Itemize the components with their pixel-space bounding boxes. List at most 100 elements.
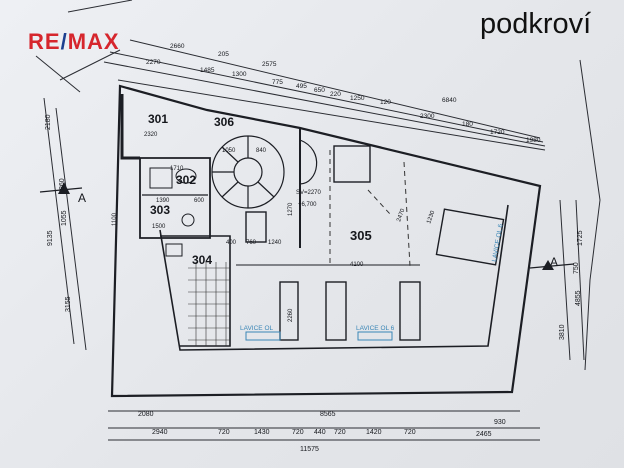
dim-bottom-2465: 2465: [476, 431, 492, 438]
spiral-staircase: [211, 135, 285, 209]
dim-sv: SV=2270: [296, 190, 322, 196]
dim-760: 760: [246, 240, 257, 246]
dim-600: 600: [194, 198, 205, 204]
dim-bottom-440: 440: [314, 429, 326, 436]
dim-top-1250: 1250: [350, 95, 365, 102]
dim-line-top-4: [117, 79, 546, 151]
section-mark-left: A: [78, 191, 86, 205]
site-line: [579, 59, 601, 371]
bath-fixtures: [149, 167, 197, 257]
dim-top-120: 120: [380, 99, 391, 106]
dim-top-2575: 2575: [262, 61, 277, 68]
dim-right-750: 750: [573, 262, 580, 274]
dim-1230: 1230: [426, 209, 436, 224]
dim-line-top-3: [103, 61, 546, 147]
room-304-outline: [160, 235, 231, 347]
room-305-label: 305: [350, 228, 372, 243]
level-mark: +6,700: [298, 202, 317, 208]
dim-right-3810: 3810: [559, 324, 566, 340]
room-303-label: 303: [150, 203, 170, 217]
dim-bottom-1430: 1430: [254, 429, 270, 436]
window-2: [325, 281, 347, 341]
dim-2470: 2470: [396, 207, 406, 222]
stair-entry: [299, 139, 318, 185]
dim-840: 840: [256, 148, 267, 154]
outer-wall: [110, 84, 542, 398]
dim-top-650: 650: [314, 87, 325, 94]
dim-bottom-2940: 2940: [152, 429, 168, 436]
dashed-3: [367, 189, 391, 215]
dim-left-1055: 1055: [61, 210, 68, 226]
dim-line-top-2: [109, 51, 544, 143]
dim-1710: 1710: [170, 166, 184, 172]
dim-bottom-1420: 1420: [366, 429, 382, 436]
lavice-box-2: [357, 331, 393, 341]
lavice-label-1: LAVICE OL: [240, 325, 274, 332]
dim-left-9135: 9135: [47, 230, 54, 246]
dim-1050: 1050: [222, 148, 236, 154]
lavice-label-2: LAVICE OL 6: [356, 325, 395, 332]
dim-2320: 2320: [144, 132, 158, 138]
dim-line-right-1: [559, 199, 571, 361]
remax-logo: RE/MAX: [28, 29, 120, 54]
section-line-right: [529, 263, 575, 269]
room-302-label: 302: [176, 173, 196, 187]
dim-top-2660: 2660: [170, 43, 185, 50]
room-304-label: 304: [192, 253, 212, 267]
dim-1270: 1270: [288, 202, 294, 216]
dim-bottom-2080: 2080: [138, 411, 154, 418]
dim-line-left-1: [43, 97, 75, 345]
dim-top-180: 180: [462, 121, 473, 128]
dim-bottom-930: 930: [494, 419, 506, 426]
room-306-label: 306: [214, 115, 234, 129]
floor-title: podkroví: [480, 8, 592, 40]
wall-301: [120, 94, 140, 160]
dim-line-top-1: [129, 39, 541, 139]
dim-top-775: 775: [272, 79, 283, 86]
dim-left-860: 860: [59, 178, 66, 190]
dim-bottom-total: 11575: [300, 446, 319, 453]
dim-top-1980: 1980: [526, 137, 541, 144]
dim-top-2300: 2300: [420, 113, 435, 120]
room-301-label: 301: [148, 112, 168, 126]
skylight-2: [435, 208, 505, 266]
chimney: [245, 211, 267, 243]
window-3: [399, 281, 421, 341]
dim-line-right-2: [575, 199, 585, 361]
dim-right-1725: 1725: [577, 230, 584, 246]
dim-top-2270: 2270: [146, 59, 161, 66]
lavice-box-1: [245, 331, 281, 341]
dim-left-3155: 3155: [65, 296, 72, 312]
site-line: [67, 0, 133, 13]
dim-top-220: 220: [330, 91, 341, 98]
dim-2260: 2260: [288, 308, 294, 322]
room-304-hatch: [188, 262, 230, 346]
dim-1100: 1100: [112, 212, 118, 226]
inner-wall: [159, 204, 509, 351]
site-line: [35, 55, 81, 93]
dim-bottom-8565: 8565: [320, 411, 336, 418]
dim-top-1720: 1720: [490, 129, 505, 136]
dim-1240: 1240: [268, 240, 282, 246]
dim-4100: 4100: [350, 262, 364, 268]
dim-bottom-720d: 720: [404, 429, 416, 436]
dim-top-1485: 1485: [200, 67, 215, 74]
dim-top-6840: 6840: [442, 97, 457, 104]
skylight-1: [333, 145, 371, 183]
section-arrow-right: [542, 260, 554, 270]
room-302-303: [139, 157, 211, 239]
dim-1500: 1500: [152, 224, 166, 230]
dim-top-495: 495: [296, 83, 307, 90]
dim-bottom-720c: 720: [334, 429, 346, 436]
dim-line-left-2: [55, 107, 87, 351]
section-arrow-left: [58, 182, 70, 194]
section-line-left: [39, 187, 83, 193]
dim-top-1300: 1300: [232, 71, 247, 78]
section-mark-right: A: [550, 255, 558, 269]
dim-bottom-720a: 720: [218, 429, 230, 436]
dim-right-4855: 4855: [575, 290, 582, 306]
site-line: [59, 49, 121, 81]
dim-left-2180: 2180: [45, 114, 52, 130]
